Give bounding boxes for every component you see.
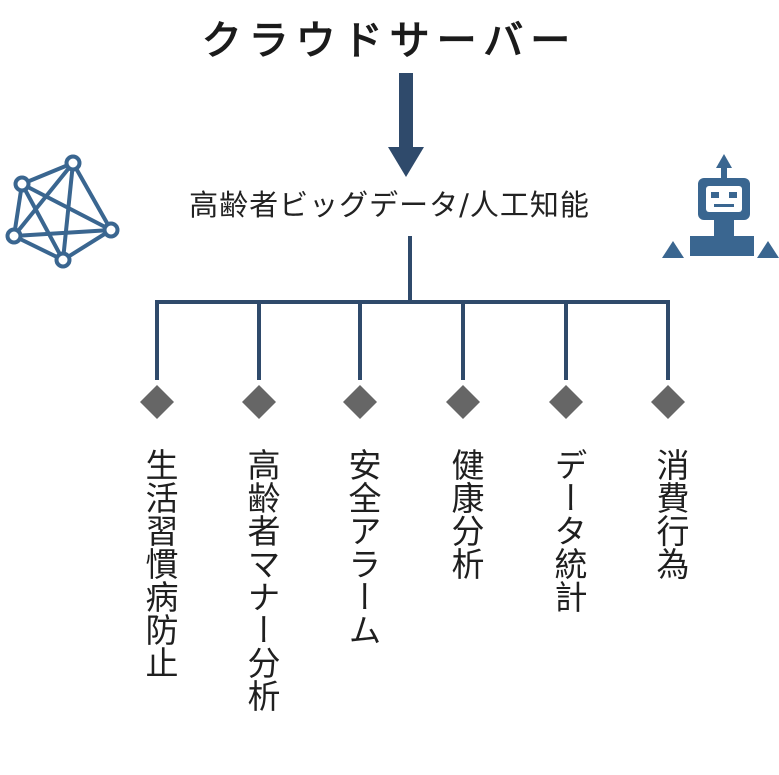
diagram-title: クラウドサーバー	[201, 18, 578, 64]
branch-label-data-statistics: データ統計	[549, 448, 588, 613]
branch-label-consumer-behavior: 消費行為	[651, 448, 690, 580]
diamond-marker	[549, 385, 583, 419]
down-arrow-icon	[388, 73, 424, 177]
branch-label-health-analysis: 健康分析	[446, 448, 485, 580]
diamond-marker	[343, 385, 377, 419]
tree-connectors	[155, 236, 670, 380]
branch-label-safety-alarm: 安全アラーム	[343, 448, 382, 646]
diamond-marker	[651, 385, 685, 419]
branch-label-lifestyle-disease: 生活習慣病防止	[140, 448, 179, 679]
network-mesh-icon	[5, 154, 120, 269]
diamond-marker	[446, 385, 480, 419]
diamond-marker	[242, 385, 276, 419]
diamond-marker	[140, 385, 174, 419]
branch-label-elderly-manner: 高齢者マナー分析	[242, 448, 281, 712]
robot-icon	[662, 154, 779, 258]
diagram-subtitle: 高齢者ビッグデータ/人工知能	[189, 188, 590, 222]
